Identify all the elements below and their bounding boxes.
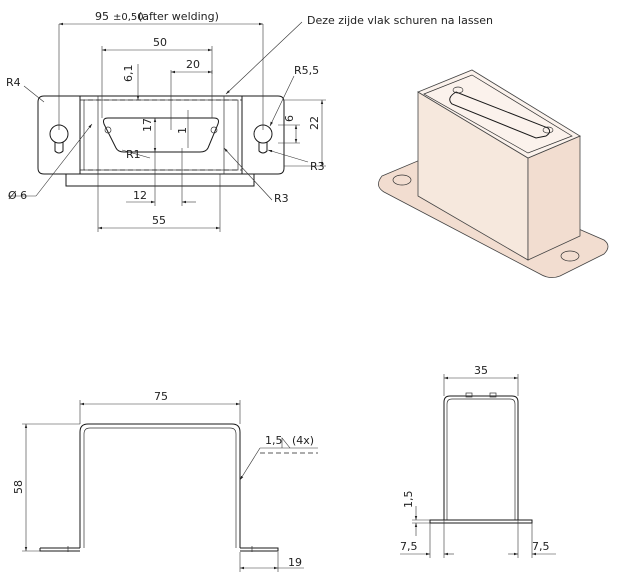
dim-7-5-left: 7,5 (400, 540, 418, 553)
weld-thickness: 1,5 (265, 434, 283, 447)
hidden-lines (80, 99, 242, 171)
box-outer (79, 95, 243, 175)
front-view: 75 58 1,5 (4x) 19 (12, 390, 318, 572)
dim-6-1: 6,1 (122, 65, 135, 83)
screw-hole-left (104, 126, 112, 134)
dim-75: 75 (154, 390, 168, 403)
side-flange (429, 519, 533, 524)
dim-95: 95 (95, 10, 109, 23)
dim-phi6: Ø 6 (8, 189, 27, 202)
dim-1: 1 (176, 127, 189, 134)
top-view: 95 ±0,50 (after welding) Deze zijde vlak… (6, 10, 493, 232)
dim-20: 20 (186, 58, 200, 71)
flange-outline (37, 95, 285, 175)
weld-note: Deze zijde vlak schuren na lassen (307, 14, 493, 27)
box-inner (83, 99, 239, 171)
isometric-view (378, 69, 609, 278)
dim-1-5: 1,5 (402, 491, 415, 509)
dim-r3-right: R3 (310, 160, 325, 173)
dim-r5-5: R5,5 (294, 64, 319, 77)
side-view: 35 1,5 7,5 7,5 (400, 364, 556, 558)
dim-55: 55 (152, 214, 166, 227)
dim-6: 6 (283, 115, 296, 122)
dim-7-5-right: 7,5 (532, 540, 550, 553)
dim-95-tol: ±0,50 (113, 12, 144, 23)
side-box (443, 395, 519, 520)
iso-dsub-cutout (449, 91, 551, 139)
dim-12: 12 (133, 189, 147, 202)
iso-top-face (417, 69, 581, 159)
iso-hole-left (392, 174, 412, 186)
front-box (79, 423, 241, 548)
dim-35: 35 (474, 364, 488, 377)
dim-r1: R1 (126, 148, 141, 161)
dim-50: 50 (153, 36, 167, 49)
dim-17: 17 (141, 118, 154, 132)
iso-hole-right (560, 250, 580, 262)
front-flange (39, 547, 279, 552)
flange-lip (65, 174, 255, 187)
weld-count: (4x) (292, 434, 314, 447)
dim-19: 19 (288, 556, 302, 569)
dsub-cutout (103, 117, 219, 153)
dim-95-note: (after welding) (138, 10, 219, 23)
dim-r3-bottom: R3 (274, 192, 289, 205)
dim-58: 58 (12, 480, 25, 494)
dim-22: 22 (308, 116, 321, 130)
dim-r4: R4 (6, 76, 21, 89)
screw-hole-right (210, 126, 218, 134)
